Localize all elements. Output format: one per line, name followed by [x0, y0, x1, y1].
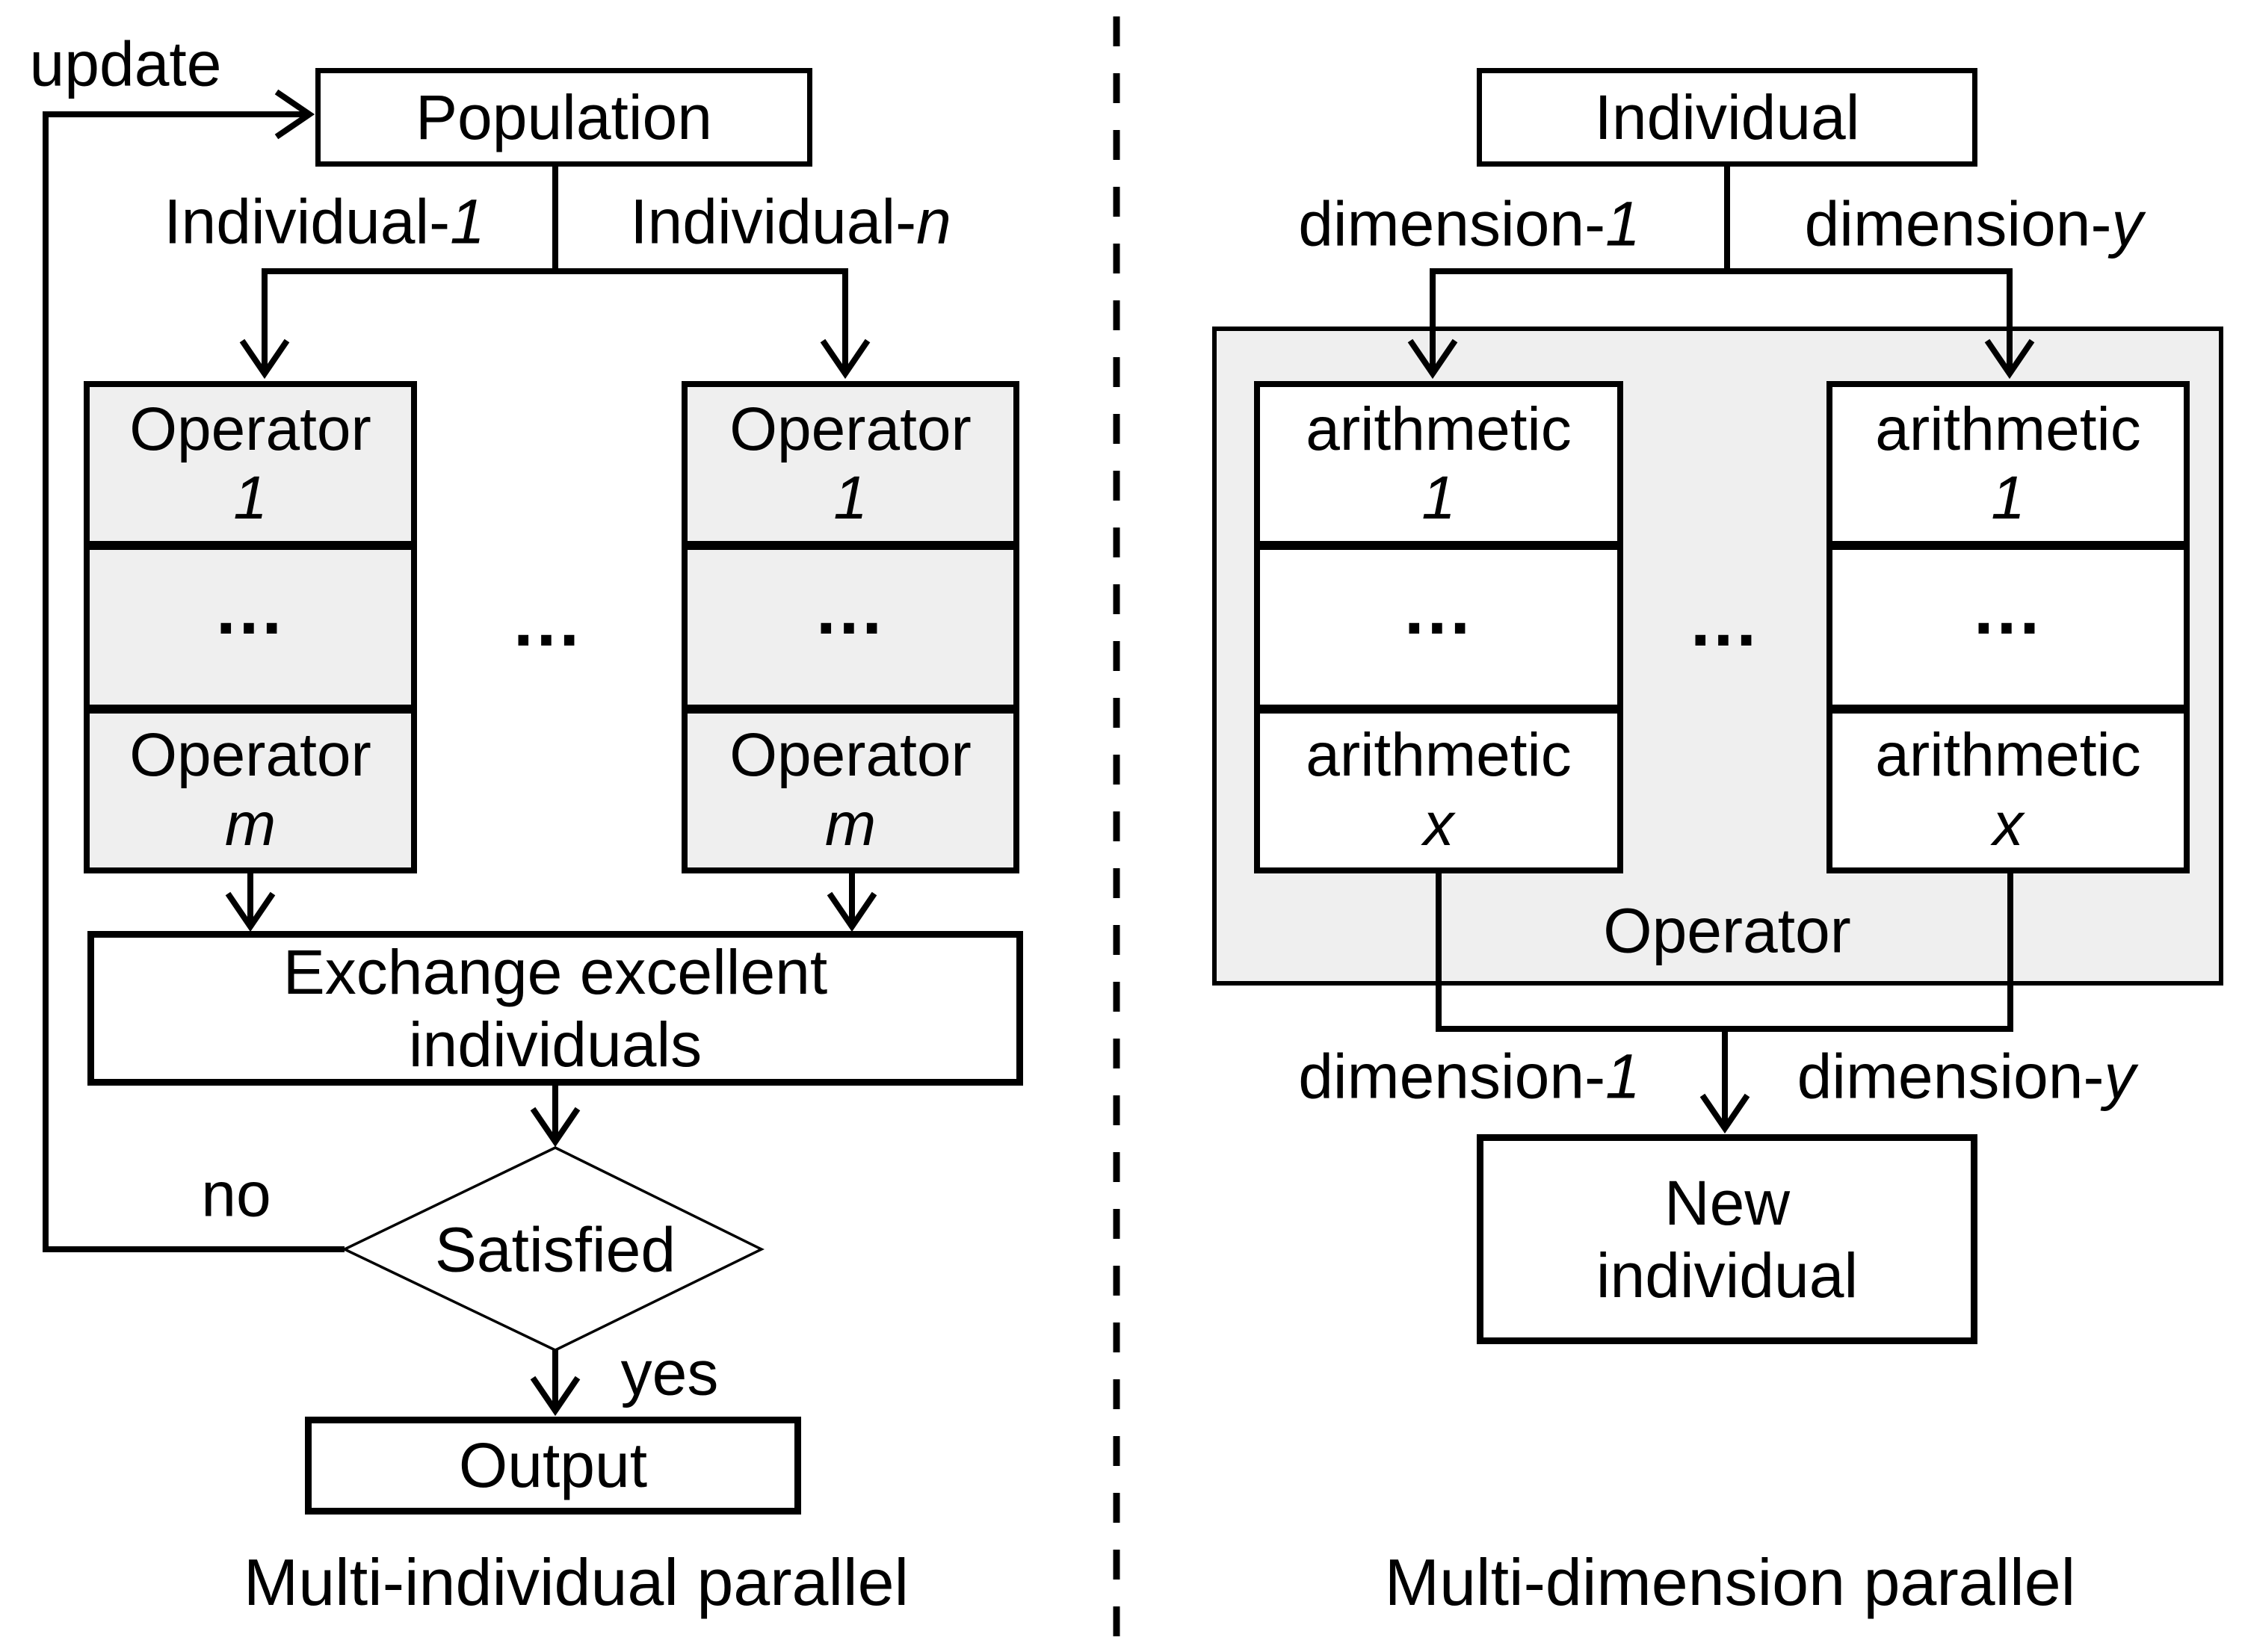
dimension-1-index: 1: [1605, 188, 1640, 259]
dimension-1-bottom-label: dimension-1: [1298, 1041, 1640, 1113]
operator-m-text: Operator: [129, 721, 371, 790]
arithmetic-dots-cell: ...: [1832, 541, 2184, 705]
operator-container-label: Operator: [1603, 895, 1851, 968]
arithmetic-x-index: x: [1423, 790, 1454, 859]
operator-m-index: m: [824, 790, 877, 859]
operator-dots-text: ...: [215, 569, 285, 650]
arithmetic-x-text: arithmetic: [1875, 721, 2141, 790]
no-label-text: no: [201, 1159, 271, 1230]
dimension-y-top-label: dimension-y: [1805, 188, 2143, 261]
operator-1-cell: Operator 1: [90, 387, 411, 542]
satisfied-decision-diamond: [341, 1146, 765, 1352]
yes-label-text: yes: [620, 1337, 719, 1408]
no-label: no: [201, 1159, 271, 1231]
exchange-excellent-individuals-box: Exchange excellent individuals: [87, 931, 1023, 1086]
arithmetic-column-y: arithmetic 1 ... arithmetic x: [1826, 381, 2190, 873]
arithmetic-dots-text: ...: [1403, 569, 1473, 650]
arithmetic-1-text: arithmetic: [1875, 395, 2141, 463]
ellipsis-text: ...: [513, 581, 583, 661]
dimension-1-prefix: dimension-: [1298, 188, 1606, 259]
population-box: Population: [315, 68, 812, 167]
operator-m-cell: Operator m: [688, 704, 1013, 867]
new-individual-box: New individual: [1477, 1134, 1977, 1344]
dimension-y-prefix: dimension-: [1797, 1041, 2104, 1112]
dimension-y-index: y: [2104, 1041, 2136, 1112]
dimension-1-top-label: dimension-1: [1298, 188, 1640, 261]
arithmetic-1-cell: arithmetic 1: [1260, 387, 1617, 542]
operator-m-cell: Operator m: [90, 704, 411, 867]
arithmetic-1-index: 1: [1991, 464, 2025, 533]
arithmetic-x-cell: arithmetic x: [1832, 704, 2184, 867]
arithmetic-x-cell: arithmetic x: [1260, 704, 1617, 867]
individual-1-index: 1: [450, 186, 485, 257]
yes-label: yes: [621, 1337, 719, 1410]
individual-box: Individual: [1477, 68, 1977, 167]
arithmetic-x-text: arithmetic: [1306, 721, 1572, 790]
operator-dots-cell: ...: [688, 541, 1013, 705]
satisfied-label: Satisfied: [435, 1214, 676, 1287]
operator-container-text: Operator: [1603, 895, 1851, 966]
satisfied-text: Satisfied: [434, 1214, 676, 1285]
operator-1-index: 1: [233, 464, 268, 533]
left-caption-text: Multi-individual parallel: [243, 1545, 910, 1619]
individual-n-label: Individual-n: [630, 186, 951, 259]
arithmetic-column-1: arithmetic 1 ... arithmetic x: [1254, 381, 1623, 873]
update-feedback-line: [43, 89, 345, 1252]
operator-1-text: Operator: [129, 395, 371, 463]
operator-dots-text: ...: [815, 569, 885, 650]
operator-dots-cell: ...: [90, 541, 411, 705]
operator-1-text: Operator: [729, 395, 972, 463]
between-columns-ellipsis: ...: [1690, 581, 1759, 663]
operator-1-index: 1: [833, 464, 868, 533]
left-panel-caption: Multi-individual parallel: [244, 1544, 909, 1621]
right-caption-text: Multi-dimension parallel: [1384, 1545, 2076, 1619]
dimension-y-index: y: [2111, 188, 2143, 259]
new-individual-line1: New: [1664, 1167, 1791, 1238]
between-columns-ellipsis: ...: [513, 581, 582, 663]
dimension-1-index: 1: [1605, 1041, 1640, 1112]
arithmetic-1-index: 1: [1421, 464, 1456, 533]
individual-box-text: Individual: [1594, 81, 1860, 152]
dimension-y-bottom-label: dimension-y: [1797, 1041, 2136, 1113]
ellipsis-text: ...: [1690, 581, 1760, 661]
operator-column-n: Operator 1 ... Operator m: [682, 381, 1019, 873]
exchange-box-line1: Exchange excellent: [282, 936, 828, 1007]
population-box-text: Population: [416, 81, 712, 152]
right-panel-caption: Multi-dimension parallel: [1385, 1544, 2075, 1621]
arithmetic-dots-cell: ...: [1260, 541, 1617, 705]
new-individual-line2: individual: [1596, 1240, 1859, 1311]
exchange-box-line2: individuals: [408, 1009, 702, 1080]
output-box: Output: [305, 1417, 801, 1515]
operator-column-1: Operator 1 ... Operator m: [84, 381, 417, 873]
individual-n-prefix: Individual-: [630, 186, 917, 257]
operator-m-index: m: [224, 790, 277, 859]
operator-m-text: Operator: [729, 721, 972, 790]
individual-1-label: Individual-1: [164, 186, 485, 259]
arithmetic-dots-text: ...: [1973, 569, 2042, 650]
update-label: update: [30, 28, 222, 101]
operator-1-cell: Operator 1: [688, 387, 1013, 542]
arithmetic-1-cell: arithmetic 1: [1832, 387, 2184, 542]
arithmetic-x-index: x: [1992, 790, 2024, 859]
update-label-text: update: [29, 28, 222, 99]
output-box-text: Output: [458, 1430, 648, 1501]
arithmetic-1-text: arithmetic: [1306, 395, 1572, 463]
individual-n-index: n: [916, 186, 951, 257]
dimension-1-prefix: dimension-: [1298, 1041, 1606, 1112]
individual-1-prefix: Individual-: [164, 186, 451, 257]
dimension-y-prefix: dimension-: [1804, 188, 2112, 259]
